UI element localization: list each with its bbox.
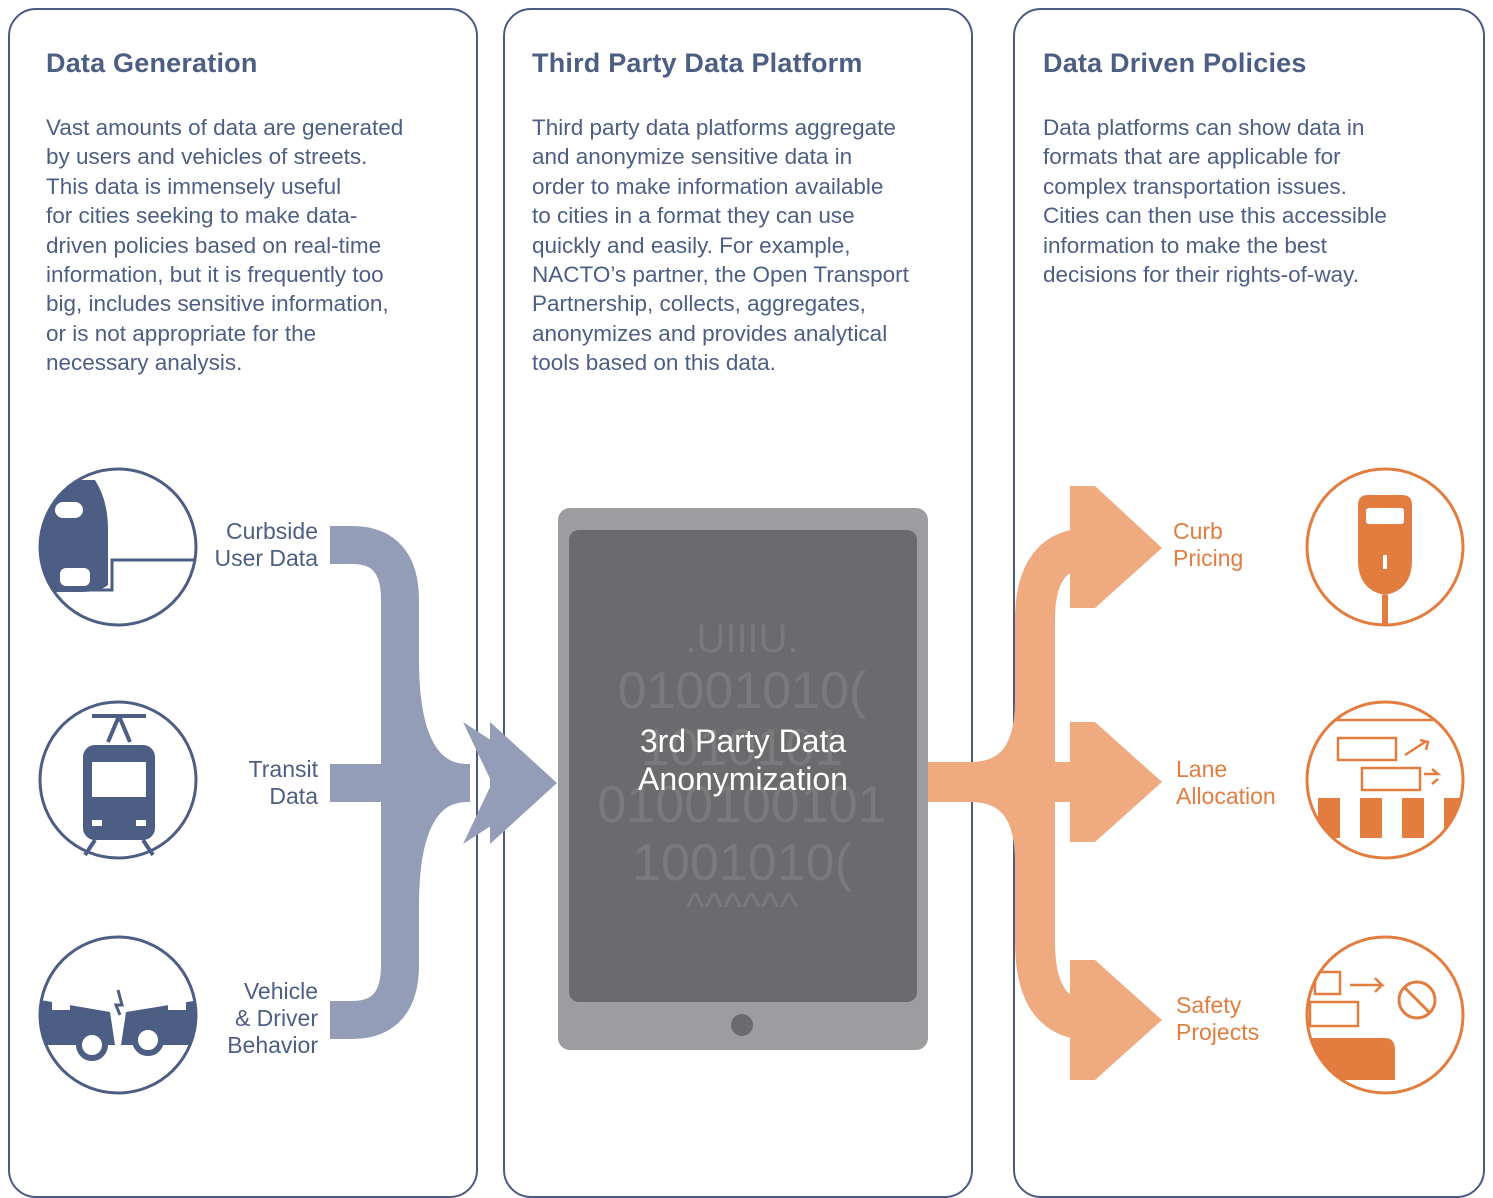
panel-description: Data platforms can show data in formats … xyxy=(1043,115,1387,288)
source-label-vehicle: Vehicle & Driver Behavior xyxy=(227,978,318,1058)
binary-row: 0100100101 xyxy=(597,776,886,834)
binary-row: 01001010( xyxy=(618,662,867,720)
output-label-lane-allocation: Lane Allocation xyxy=(1176,756,1276,809)
output-arrow-head-safety xyxy=(1070,960,1162,1080)
panel-title: Data Generation xyxy=(46,48,258,78)
panel-title: Third Party Data Platform xyxy=(532,48,863,78)
panel-description: Third party data platforms aggregate and… xyxy=(532,115,909,376)
input-arrow-head-core xyxy=(490,722,557,844)
input-flow-arrows xyxy=(330,526,470,1039)
output-arrow-head-curb xyxy=(1070,486,1162,608)
car-crash-icon xyxy=(38,935,198,1095)
output-arrow-head-lane xyxy=(1070,722,1162,842)
panel-title: Data Driven Policies xyxy=(1043,48,1307,78)
panel-description: Vast amounts of data are generated by us… xyxy=(46,115,404,376)
binary-background: .UIIIU.01001010(101010101001001011001010… xyxy=(597,617,886,929)
tablet-device xyxy=(558,508,928,1050)
source-label-curbside: Curbside User Data xyxy=(214,518,318,571)
binary-row: ^^^^^^ xyxy=(686,885,799,929)
tablet-title: 3rd Party Data Anonymization xyxy=(638,723,848,797)
output-label-safety-projects: Safety Projects xyxy=(1176,992,1260,1045)
output-label-curb-pricing: Curb Pricing xyxy=(1173,518,1244,571)
lane-layout-icon xyxy=(1305,700,1465,860)
tram-icon xyxy=(38,700,198,860)
safety-sign-icon xyxy=(1305,935,1465,1095)
source-label-transit: Transit Data xyxy=(248,756,318,809)
binary-row: 1001010( xyxy=(632,834,852,892)
output-flow-arrows xyxy=(928,528,1095,1040)
parking-meter-icon xyxy=(1305,467,1465,627)
curbside-car-icon xyxy=(38,467,198,627)
binary-row: .UIIIU. xyxy=(685,617,798,661)
binary-row: 1010101 xyxy=(641,719,843,777)
